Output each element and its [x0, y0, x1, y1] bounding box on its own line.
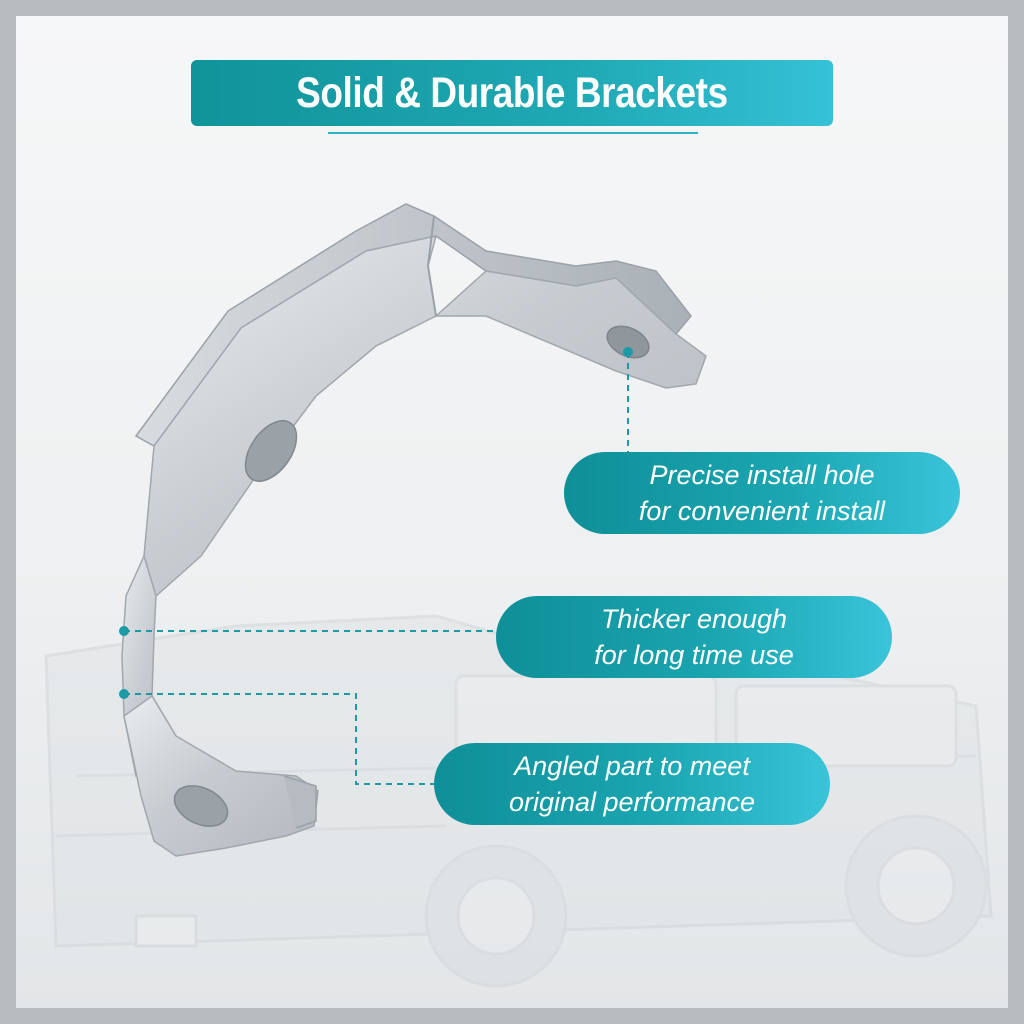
callout-line: for convenient install: [638, 496, 886, 526]
page-title: Solid & Durable Brackets: [296, 68, 728, 117]
callout-line: Thicker enough: [600, 604, 788, 634]
product-card: Solid & Durable Brackets: [16, 16, 1008, 1008]
callout-thickness: Thicker enough for long time use: [496, 596, 892, 678]
title-banner: Solid & Durable Brackets: [191, 60, 833, 126]
callout-line: Angled part to meet: [514, 751, 750, 781]
callout-angled-part: Angled part to meet original performance: [434, 743, 830, 825]
callout-install-hole: Precise install hole for convenient inst…: [564, 452, 960, 534]
callout-line: Precise install hole: [649, 460, 875, 490]
callout-line: original performance: [508, 787, 756, 817]
bracket-product-image: [119, 203, 707, 857]
callout-line: for long time use: [594, 640, 794, 670]
title-underline: [328, 132, 698, 134]
